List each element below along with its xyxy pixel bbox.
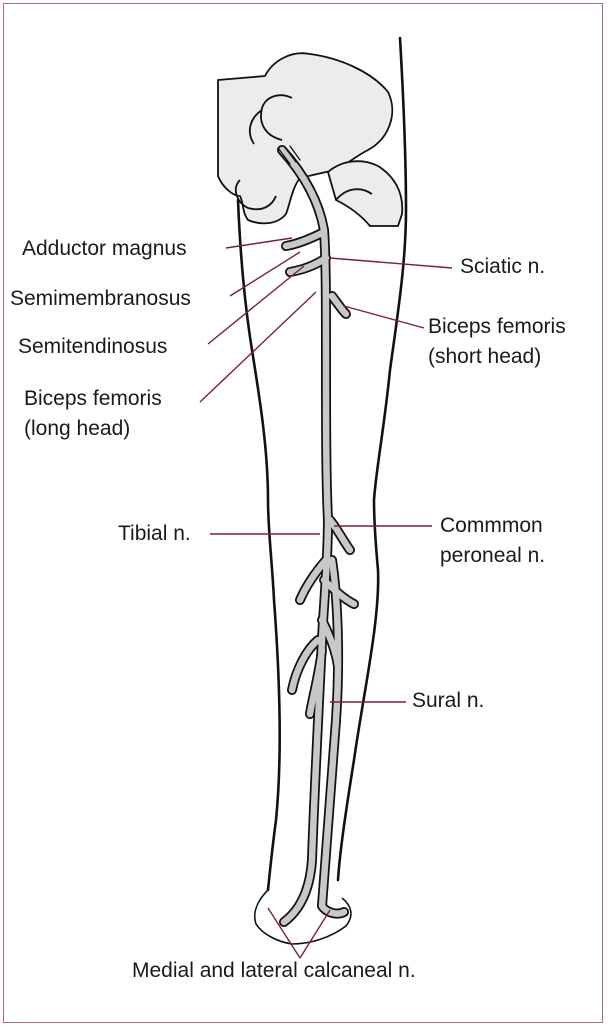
label-calcaneal-nerves: Medial and lateral calcaneal n. xyxy=(132,959,416,982)
label-sural-nerve: Sural n. xyxy=(412,689,485,712)
leader-lines xyxy=(199,237,453,959)
label-biceps-femoris-short-head: Biceps femoris(short head) xyxy=(428,315,566,368)
label-semitendinosus: Semitendinosus xyxy=(18,335,168,358)
label-adductor-magnus: Adductor magnus xyxy=(22,237,187,260)
femur-bone xyxy=(326,160,404,227)
heel-outline xyxy=(253,889,352,945)
label-tibial-nerve: Tibial n. xyxy=(118,522,191,545)
leg-outline xyxy=(236,36,408,892)
pelvis-bone xyxy=(217,52,394,225)
label-semimembranosus: Semimembranosus xyxy=(10,287,191,310)
label-biceps-femoris-long-head: Biceps femoris(long head) xyxy=(24,387,162,440)
label-sciatic-nerve: Sciatic n. xyxy=(460,255,546,278)
nerve-trunks xyxy=(277,145,359,927)
